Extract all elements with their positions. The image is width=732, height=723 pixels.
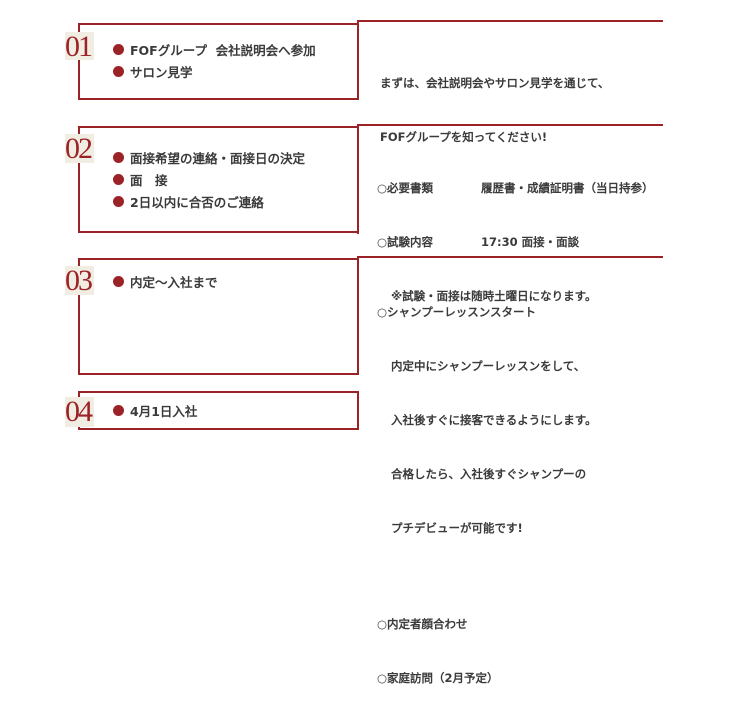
note-text: ○シャンプーレッスンスタート 内定中にシャンプーレッスンをして、 入社後すぐに接…	[377, 267, 597, 723]
note-line: FOFグループを知ってください!	[380, 130, 548, 144]
bullet-icon	[113, 195, 124, 207]
item-label: 内定〜入社まで	[130, 274, 218, 290]
note-heading: ○シャンプーレッスンスタート	[377, 305, 536, 319]
step-04-number: 04	[65, 397, 94, 427]
note-line: まずは、会社説明会やサロン見学を通じて、	[380, 76, 610, 90]
note-text: ○必要書類 履歴書・成績証明書（当日持参） ○試験内容 17:30 面接・面談 ※試…	[377, 143, 654, 341]
item-label: 面 接	[130, 172, 168, 188]
step-02-item: 面接希望の連絡・面接日の決定	[113, 146, 305, 168]
step-01-items: FOFグループ 会社説明会へ参加 サロン見学	[113, 38, 316, 82]
step-01-item: FOFグループ 会社説明会へ参加	[113, 38, 316, 60]
divider	[357, 258, 359, 375]
bullet-icon	[113, 43, 124, 55]
step-02-item: 2日以内に合否のご連絡	[113, 190, 305, 212]
step-02-item: 面 接	[113, 168, 305, 190]
step-03-note: ○シャンプーレッスンスタート 内定中にシャンプーレッスンをして、 入社後すぐに接…	[357, 253, 663, 685]
step-01-item: サロン見学	[113, 60, 316, 82]
bullet-icon	[113, 65, 124, 77]
step-03-number: 03	[65, 266, 94, 296]
step-03-items: 内定〜入社まで	[113, 270, 218, 292]
step-01-box	[78, 23, 359, 100]
step-02-number: 02	[65, 134, 94, 164]
note-value: 17:30 面接・面談	[481, 235, 580, 249]
step-01-note: まずは、会社説明会やサロン見学を通じて、 FOFグループを知ってください!	[357, 19, 663, 144]
item-label: 4月1日入社	[130, 403, 198, 419]
divider	[357, 126, 359, 234]
item-label: サロン見学	[130, 64, 193, 80]
item-label: 2日以内に合否のご連絡	[130, 194, 264, 210]
note-line: 入社後すぐに接客できるようにします。	[391, 413, 597, 427]
note-line: 合格したら、入社後すぐシャンプーの	[391, 467, 587, 481]
note-line: ○内定者顔合わせ	[377, 617, 468, 631]
note-label: ○必要書類	[377, 181, 434, 195]
item-label: 面接希望の連絡・面接日の決定	[130, 150, 306, 166]
note-label: ○試験内容	[377, 235, 434, 249]
divider	[357, 20, 663, 22]
note-line: プチデビューが可能です!	[391, 521, 523, 535]
step-04-box	[78, 391, 359, 430]
bullet-icon	[113, 173, 124, 185]
bullet-icon	[113, 404, 124, 416]
step-04-item: 4月1日入社	[113, 399, 197, 421]
step-01-number: 01	[65, 32, 94, 62]
step-04-items: 4月1日入社	[113, 399, 197, 421]
bullet-icon	[113, 151, 124, 163]
note-row: ○試験内容 17:30 面接・面談	[377, 233, 654, 251]
note-text: まずは、会社説明会やサロン見学を通じて、 FOFグループを知ってください!	[380, 38, 609, 182]
note-value: 履歴書・成績証明書（当日持参）	[481, 181, 654, 195]
divider	[357, 256, 663, 258]
bullet-icon	[113, 275, 124, 287]
step-02-items: 面接希望の連絡・面接日の決定 面 接 2日以内に合否のご連絡	[113, 146, 305, 212]
step-03-item: 内定〜入社まで	[113, 270, 218, 292]
divider	[357, 124, 663, 126]
step-03-box	[78, 258, 359, 375]
step-02-note: ○必要書類 履歴書・成績証明書（当日持参） ○試験内容 17:30 面接・面談 ※試…	[357, 122, 663, 303]
note-line: 内定中にシャンプーレッスンをして、	[391, 359, 586, 373]
note-footnote: ※試験・面接は随時土曜日になります。	[391, 289, 597, 303]
divider	[357, 22, 359, 100]
note-row: ○必要書類 履歴書・成績証明書（当日持参）	[377, 179, 654, 197]
note-line: ○家庭訪問（2月予定）	[377, 671, 499, 685]
item-label: FOFグループ 会社説明会へ参加	[130, 42, 316, 58]
